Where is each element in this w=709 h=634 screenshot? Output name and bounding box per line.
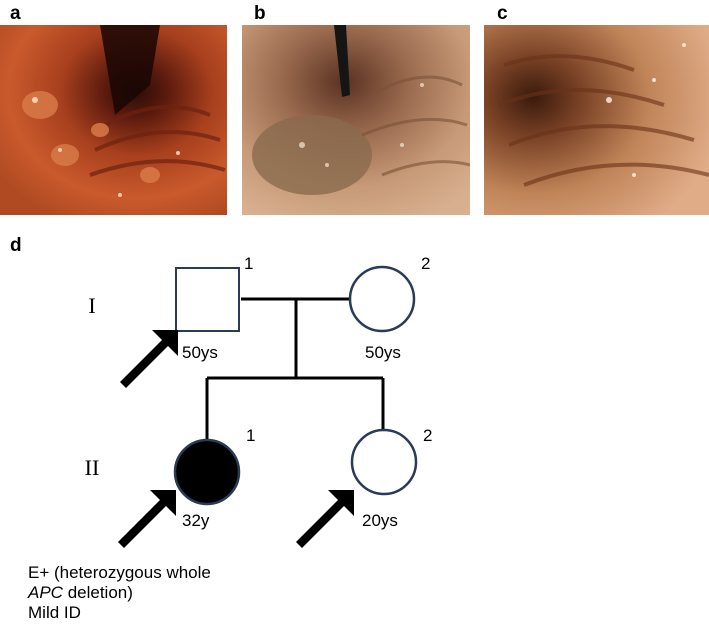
endoscopy-image-c xyxy=(484,25,709,215)
individual-I-2-symbol xyxy=(348,265,416,333)
annotation-line-1: E+ (heterozygous whole xyxy=(28,563,211,582)
individual-II-2-age: 20ys xyxy=(362,511,398,530)
individual-II-1-number: 1 xyxy=(246,426,255,445)
arrow-icon-II-2 xyxy=(296,490,354,548)
individual-I-1-age: 50ys xyxy=(182,343,218,362)
annotation-line-2: APC deletion) xyxy=(28,583,133,603)
endoscopy-image-b xyxy=(242,25,470,215)
individual-II-1-age: 32y xyxy=(182,511,210,530)
endoscopy-image-a xyxy=(0,25,227,215)
pedigree-chart: I II 1 50ys 2 50ys 1 32y 2 20ys xyxy=(0,230,709,629)
generation-label-I: I xyxy=(88,293,95,318)
generation-label-II: II xyxy=(85,455,100,480)
panel-label-a: a xyxy=(10,3,21,24)
pedigree-lines xyxy=(205,297,385,440)
annotation-line-2-rest: deletion) xyxy=(62,583,133,602)
individual-I-2-number: 2 xyxy=(421,254,430,273)
individual-I-2-age: 50ys xyxy=(365,343,401,362)
individual-II-2-number: 2 xyxy=(423,426,432,445)
individual-II-2-symbol xyxy=(350,428,418,496)
panel-label-d: d xyxy=(10,235,22,256)
individual-I-1-number: 1 xyxy=(244,254,253,273)
arrow-icon-I-1 xyxy=(120,330,178,388)
annotation-line-3: Mild ID xyxy=(28,603,81,622)
panel-label-b: b xyxy=(254,3,266,24)
individual-I-1-symbol xyxy=(175,267,240,332)
gene-name: APC xyxy=(28,583,63,602)
arrow-icon-II-1 xyxy=(118,490,176,548)
panel-label-c: c xyxy=(497,3,508,24)
individual-II-1-symbol xyxy=(173,438,241,506)
